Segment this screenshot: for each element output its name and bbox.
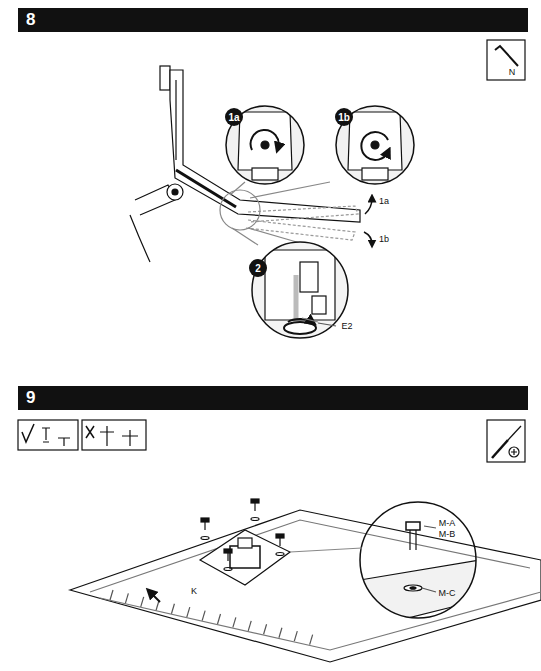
motion-label: 1a [379,197,389,207]
detail-view [360,522,480,625]
screws [201,499,284,571]
motion-label: 1b [379,235,389,245]
part-label: M-B [439,530,456,540]
step-number: 8 [18,8,528,32]
icon-box [82,420,146,450]
step-header: 8 [18,8,528,32]
tool-letter: N [509,68,516,78]
callout-number: 2 [255,263,261,274]
leader-line [318,323,336,326]
callout-number: 1b [338,112,350,123]
detail-view [225,105,305,185]
allen-key [495,46,518,66]
part-label: K [191,587,197,597]
callout-circles [225,108,353,277]
leader-line [230,182,330,198]
detail-view [335,105,415,185]
detail-view [250,240,350,340]
part-label: M-A [439,519,456,529]
motion-arrow [365,198,372,214]
step-header: 9 [18,386,528,410]
icon-box [18,420,78,450]
motion-arrow [364,232,372,244]
part-label: M-C [439,589,456,599]
step-number: 9 [18,386,528,410]
callout-number: 1a [228,112,239,123]
tool-box [487,40,525,80]
leader-line [290,548,362,552]
part-label: E2 [341,322,352,332]
monitor-arm [130,66,360,262]
tool-box [487,420,525,462]
leader-line [422,526,436,592]
